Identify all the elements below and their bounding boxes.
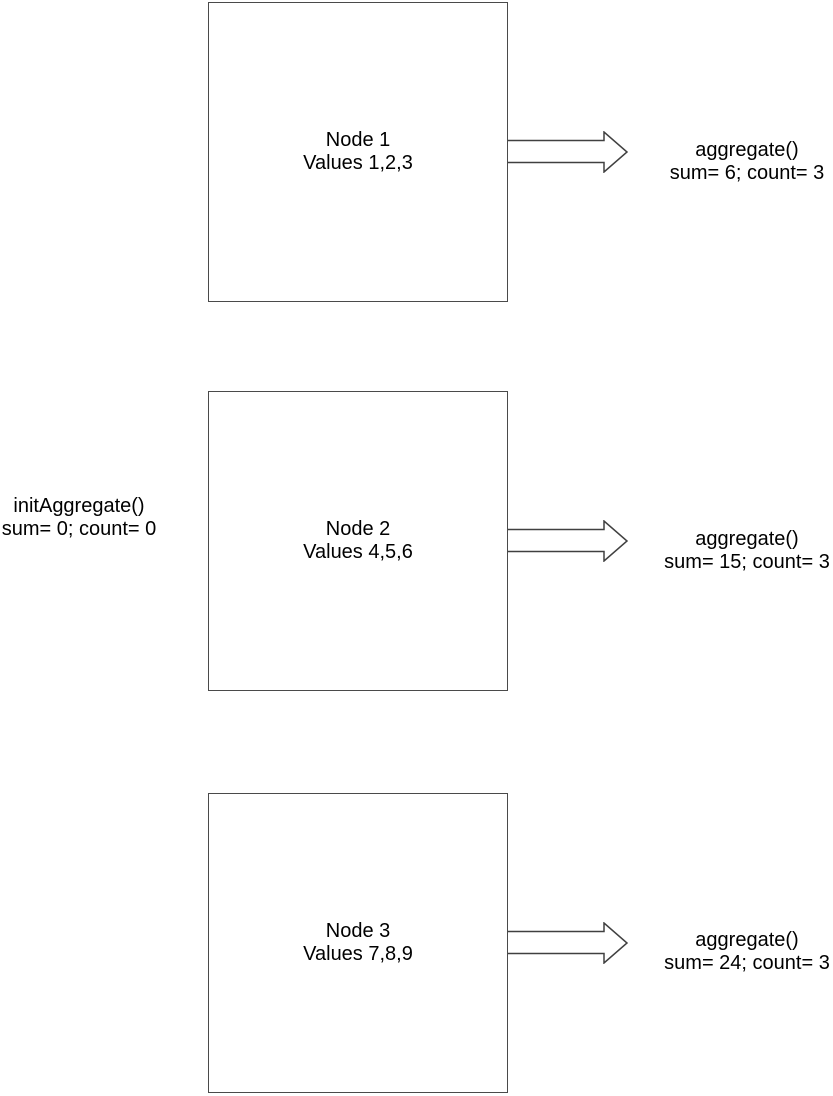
- node-2-title: Node 2: [325, 518, 391, 540]
- node-2-arrow-right-icon: [508, 520, 628, 562]
- init-aggregate-state-label: sum= 0; count= 0: [1, 518, 157, 540]
- node-1-box: Node 1 Values 1,2,3: [208, 2, 508, 302]
- node-3-output-annotation: aggregate() sum= 24; count= 3: [637, 929, 833, 975]
- node-1-arrow-right-icon: [508, 131, 628, 173]
- init-aggregate-annotation: initAggregate() sum= 0; count= 0: [0, 495, 158, 541]
- node-3-arrow-right-icon: [508, 922, 628, 964]
- node-2-output-annotation: aggregate() sum= 15; count= 3: [637, 528, 833, 574]
- node-3-aggregate-call-label: aggregate(): [695, 929, 799, 951]
- node-3-box: Node 3 Values 7,8,9: [208, 793, 508, 1093]
- node-3-values-label: Values 7,8,9: [303, 943, 413, 965]
- node-2-aggregate-result-label: sum= 15; count= 3: [664, 551, 830, 573]
- node-1-title: Node 1: [325, 129, 391, 151]
- node-2-values-label: Values 4,5,6: [303, 541, 413, 563]
- node-1-aggregate-result-label: sum= 6; count= 3: [669, 162, 825, 184]
- node-2-box: Node 2 Values 4,5,6: [208, 391, 508, 691]
- node-2-aggregate-call-label: aggregate(): [695, 528, 799, 550]
- node-1-values-label: Values 1,2,3: [303, 152, 413, 174]
- node-1-aggregate-call-label: aggregate(): [695, 139, 799, 161]
- node-3-aggregate-result-label: sum= 24; count= 3: [664, 952, 830, 974]
- node-1-output-annotation: aggregate() sum= 6; count= 3: [637, 139, 833, 185]
- node-3-title: Node 3: [325, 920, 391, 942]
- init-aggregate-call-label: initAggregate(): [13, 495, 145, 517]
